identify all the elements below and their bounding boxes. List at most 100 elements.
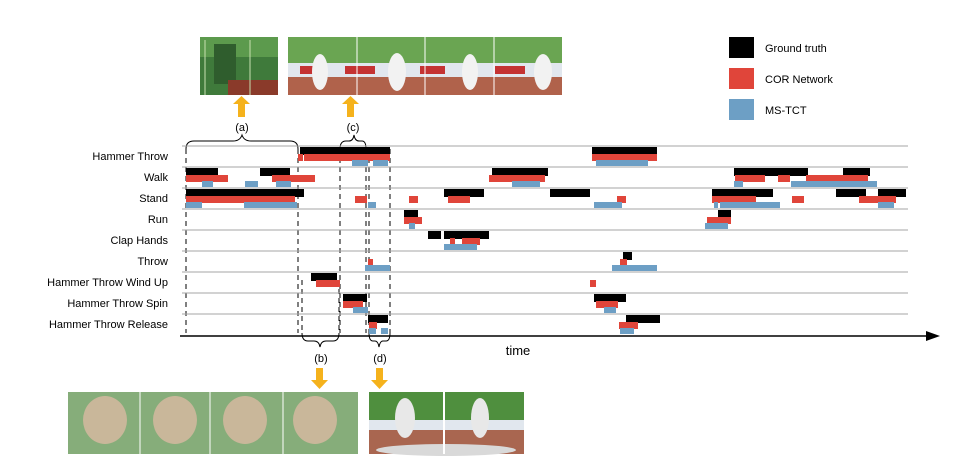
cor-network-bar: [707, 217, 731, 224]
ground-truth-bar: [343, 294, 367, 302]
row-hammer-throw-spin: Hammer Throw Spin: [67, 292, 908, 313]
ms-tct-bar: [594, 202, 622, 208]
thumbnail-b: [68, 392, 358, 454]
legend-swatch-ms-tct: [729, 99, 754, 120]
down-arrow-icon-d: [371, 368, 388, 389]
row-hammer-throw: Hammer Throw: [92, 145, 908, 166]
cor-network-bar: [450, 238, 455, 245]
ms-tct-bar: [444, 244, 477, 250]
row-label: Run: [148, 214, 168, 226]
ground-truth-bar: [444, 189, 484, 197]
ms-tct-bar: [353, 307, 368, 313]
row-label: Hammer Throw: [92, 151, 168, 163]
ms-tct-bar: [791, 181, 877, 187]
cor-network-bar: [368, 259, 373, 266]
legend-label-ms-tct: MS-TCT: [765, 105, 807, 117]
cor-network-bar: [806, 175, 868, 182]
up-arrow-icon-a: [233, 96, 250, 117]
down-arrow-icon-b: [311, 368, 328, 389]
row-hammer-throw-release: Hammer Throw Release: [49, 313, 908, 334]
ground-truth-bar: [550, 189, 590, 197]
ground-truth-bar: [311, 273, 337, 281]
curly-brace-c: [339, 134, 367, 150]
ms-tct-bar: [244, 202, 297, 208]
ms-tct-bar: [381, 328, 388, 334]
ms-tct-bar: [604, 307, 616, 313]
cor-network-bar: [448, 196, 470, 203]
ms-tct-bar: [373, 160, 388, 166]
row-throw: Throw: [137, 250, 908, 271]
ground-truth-bar: [592, 147, 657, 155]
ground-truth-bar: [444, 231, 489, 239]
ms-tct-bar: [734, 181, 743, 187]
curly-brace-a: [185, 133, 299, 150]
cor-network-bar: [617, 196, 626, 203]
row-stand: Stand: [139, 187, 908, 208]
ms-tct-bar: [512, 181, 540, 187]
legend-label-cor-network: COR Network: [765, 74, 833, 86]
curly-brace-b: [301, 332, 340, 348]
ground-truth-bar: [623, 252, 632, 260]
annotation-b: (b): [314, 353, 327, 365]
ms-tct-bar: [878, 202, 894, 208]
ms-tct-bar: [245, 181, 258, 187]
ground-truth-bar: [492, 168, 548, 176]
ms-tct-bar: [612, 265, 657, 271]
ms-tct-bar: [352, 160, 368, 166]
ms-tct-bar: [705, 223, 728, 229]
row-walk: Walk: [144, 166, 908, 187]
ground-truth-bar: [836, 189, 866, 197]
cor-network-bar: [304, 154, 390, 161]
row-label: Hammer Throw Release: [49, 319, 168, 331]
ms-tct-bar: [186, 202, 202, 208]
legend-swatch-ground-truth: [729, 37, 754, 58]
thumbnail-d: [369, 392, 524, 456]
annotation-a: (a): [235, 122, 248, 134]
cor-network-bar: [343, 301, 363, 308]
thumbnail-c: [288, 37, 562, 95]
ms-tct-bar: [368, 202, 376, 208]
row-label: Clap Hands: [111, 235, 169, 247]
cor-network-bar: [735, 175, 765, 182]
ground-truth-bar: [404, 210, 418, 218]
legend: Ground truth COR Network MS-TCT: [729, 37, 833, 120]
ms-tct-bar: [369, 328, 376, 334]
ground-truth-bar: [626, 315, 660, 323]
ground-truth-bar: [594, 294, 626, 302]
cor-network-bar: [298, 154, 303, 161]
ground-truth-bar: [186, 168, 218, 176]
up-arrow-icon-c: [342, 96, 359, 117]
ground-truth-bar: [368, 315, 388, 323]
ms-tct-bar: [714, 202, 718, 208]
annotation-d: (d): [373, 353, 386, 365]
ms-tct-bar: [596, 160, 648, 166]
ms-tct-bar: [202, 181, 213, 187]
ms-tct-bar: [276, 181, 291, 187]
top-thumbnails: [200, 37, 562, 95]
axis-arrowhead: [926, 331, 940, 341]
cor-network-bar: [272, 175, 315, 182]
time-axis-label: time: [506, 343, 531, 358]
ground-truth-bar: [300, 147, 390, 155]
ms-tct-bar: [365, 265, 390, 271]
ms-tct-bar: [409, 223, 415, 229]
ms-tct-bar: [720, 202, 780, 208]
row-label: Hammer Throw Wind Up: [47, 277, 168, 289]
row-label: Stand: [139, 193, 168, 205]
cor-network-bar: [592, 154, 657, 161]
ground-truth-bar: [843, 168, 870, 176]
cor-network-bar: [369, 322, 377, 329]
cor-network-bar: [712, 196, 756, 203]
legend-swatch-cor-network: [729, 68, 754, 89]
row-run: Run: [148, 208, 908, 229]
cor-network-bar: [792, 196, 804, 203]
cor-network-bar: [619, 322, 638, 329]
cor-network-bar: [186, 196, 295, 203]
row-label: Throw: [137, 256, 168, 268]
cor-network-bar: [489, 175, 545, 182]
ground-truth-bar: [718, 210, 731, 218]
curly-brace-d: [368, 332, 391, 348]
time-axis: time: [180, 331, 940, 358]
